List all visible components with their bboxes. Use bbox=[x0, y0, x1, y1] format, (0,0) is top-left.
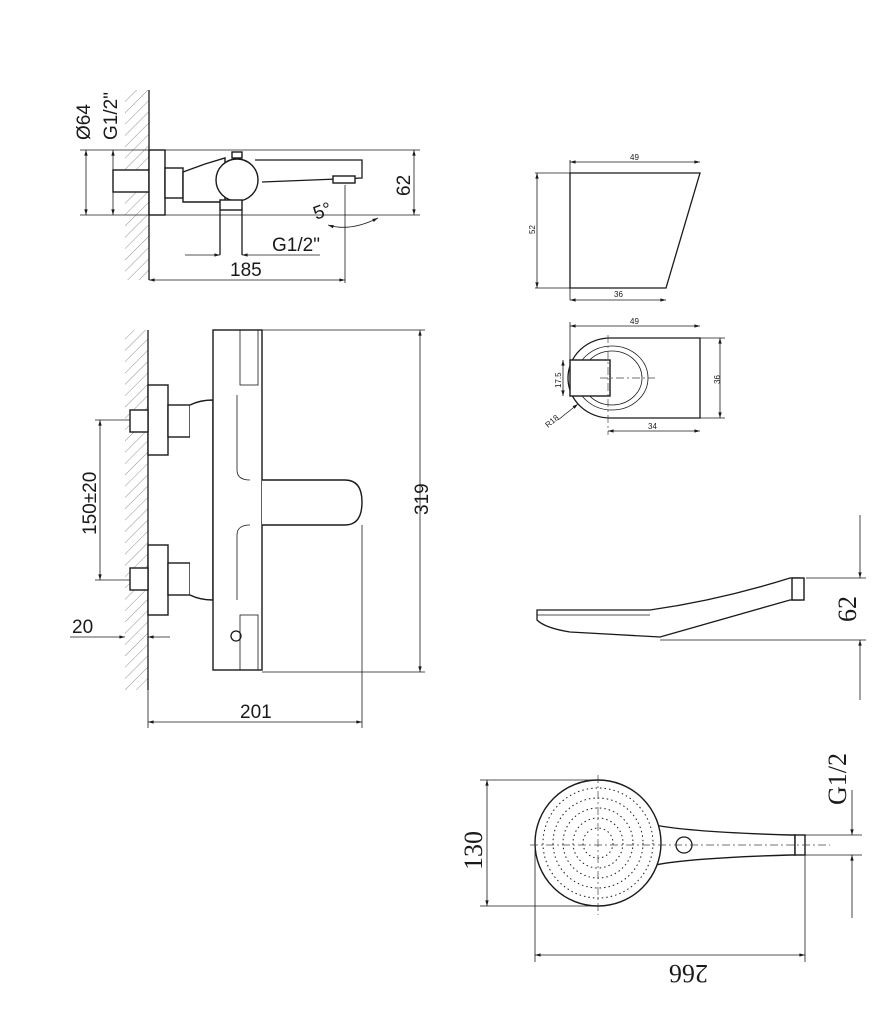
height-label: 62 bbox=[394, 175, 415, 196]
hand-shower-front-view: 130 266 G1/2 bbox=[459, 753, 862, 988]
wall-hatch bbox=[125, 330, 148, 690]
angle-label: 5° bbox=[311, 199, 335, 225]
mixer-side-view: Ø64 G1/2" 62 5° G1/2" 185 bbox=[74, 90, 420, 283]
holder-side-view: 49 52 36 bbox=[528, 153, 701, 302]
inlet-thread-label: G1/2" bbox=[101, 92, 122, 140]
depth-label: 185 bbox=[230, 260, 262, 281]
height-label: 52 bbox=[528, 225, 537, 234]
length-label: 266 bbox=[669, 959, 708, 988]
wall-offset-label: 20 bbox=[72, 617, 93, 638]
thread-label: G1/2 bbox=[823, 753, 852, 805]
height-label: 319 bbox=[412, 483, 433, 515]
head-diameter-label: 130 bbox=[459, 831, 488, 870]
top-width-label: 49 bbox=[630, 153, 639, 162]
bore-label: 17.5 bbox=[554, 372, 563, 388]
height-label: 62 bbox=[833, 596, 862, 622]
spacing-label: 150±20 bbox=[80, 472, 101, 535]
depth-label: 201 bbox=[240, 702, 272, 723]
diameter-label: Ø64 bbox=[74, 104, 95, 140]
bottom-width-label: 36 bbox=[614, 290, 623, 299]
hand-shower-side-view: 62 bbox=[536, 515, 866, 700]
radius-label: R18 bbox=[544, 413, 561, 430]
holder-top-view: 49 17.5 36 R18 34 bbox=[544, 317, 725, 435]
width-label: 49 bbox=[630, 317, 639, 326]
outlet-thread-label: G1/2" bbox=[272, 235, 320, 256]
base-label: 34 bbox=[648, 422, 657, 431]
depth-label: 36 bbox=[713, 375, 722, 384]
mixer-front-view: 150±20 319 20 201 bbox=[70, 329, 433, 728]
